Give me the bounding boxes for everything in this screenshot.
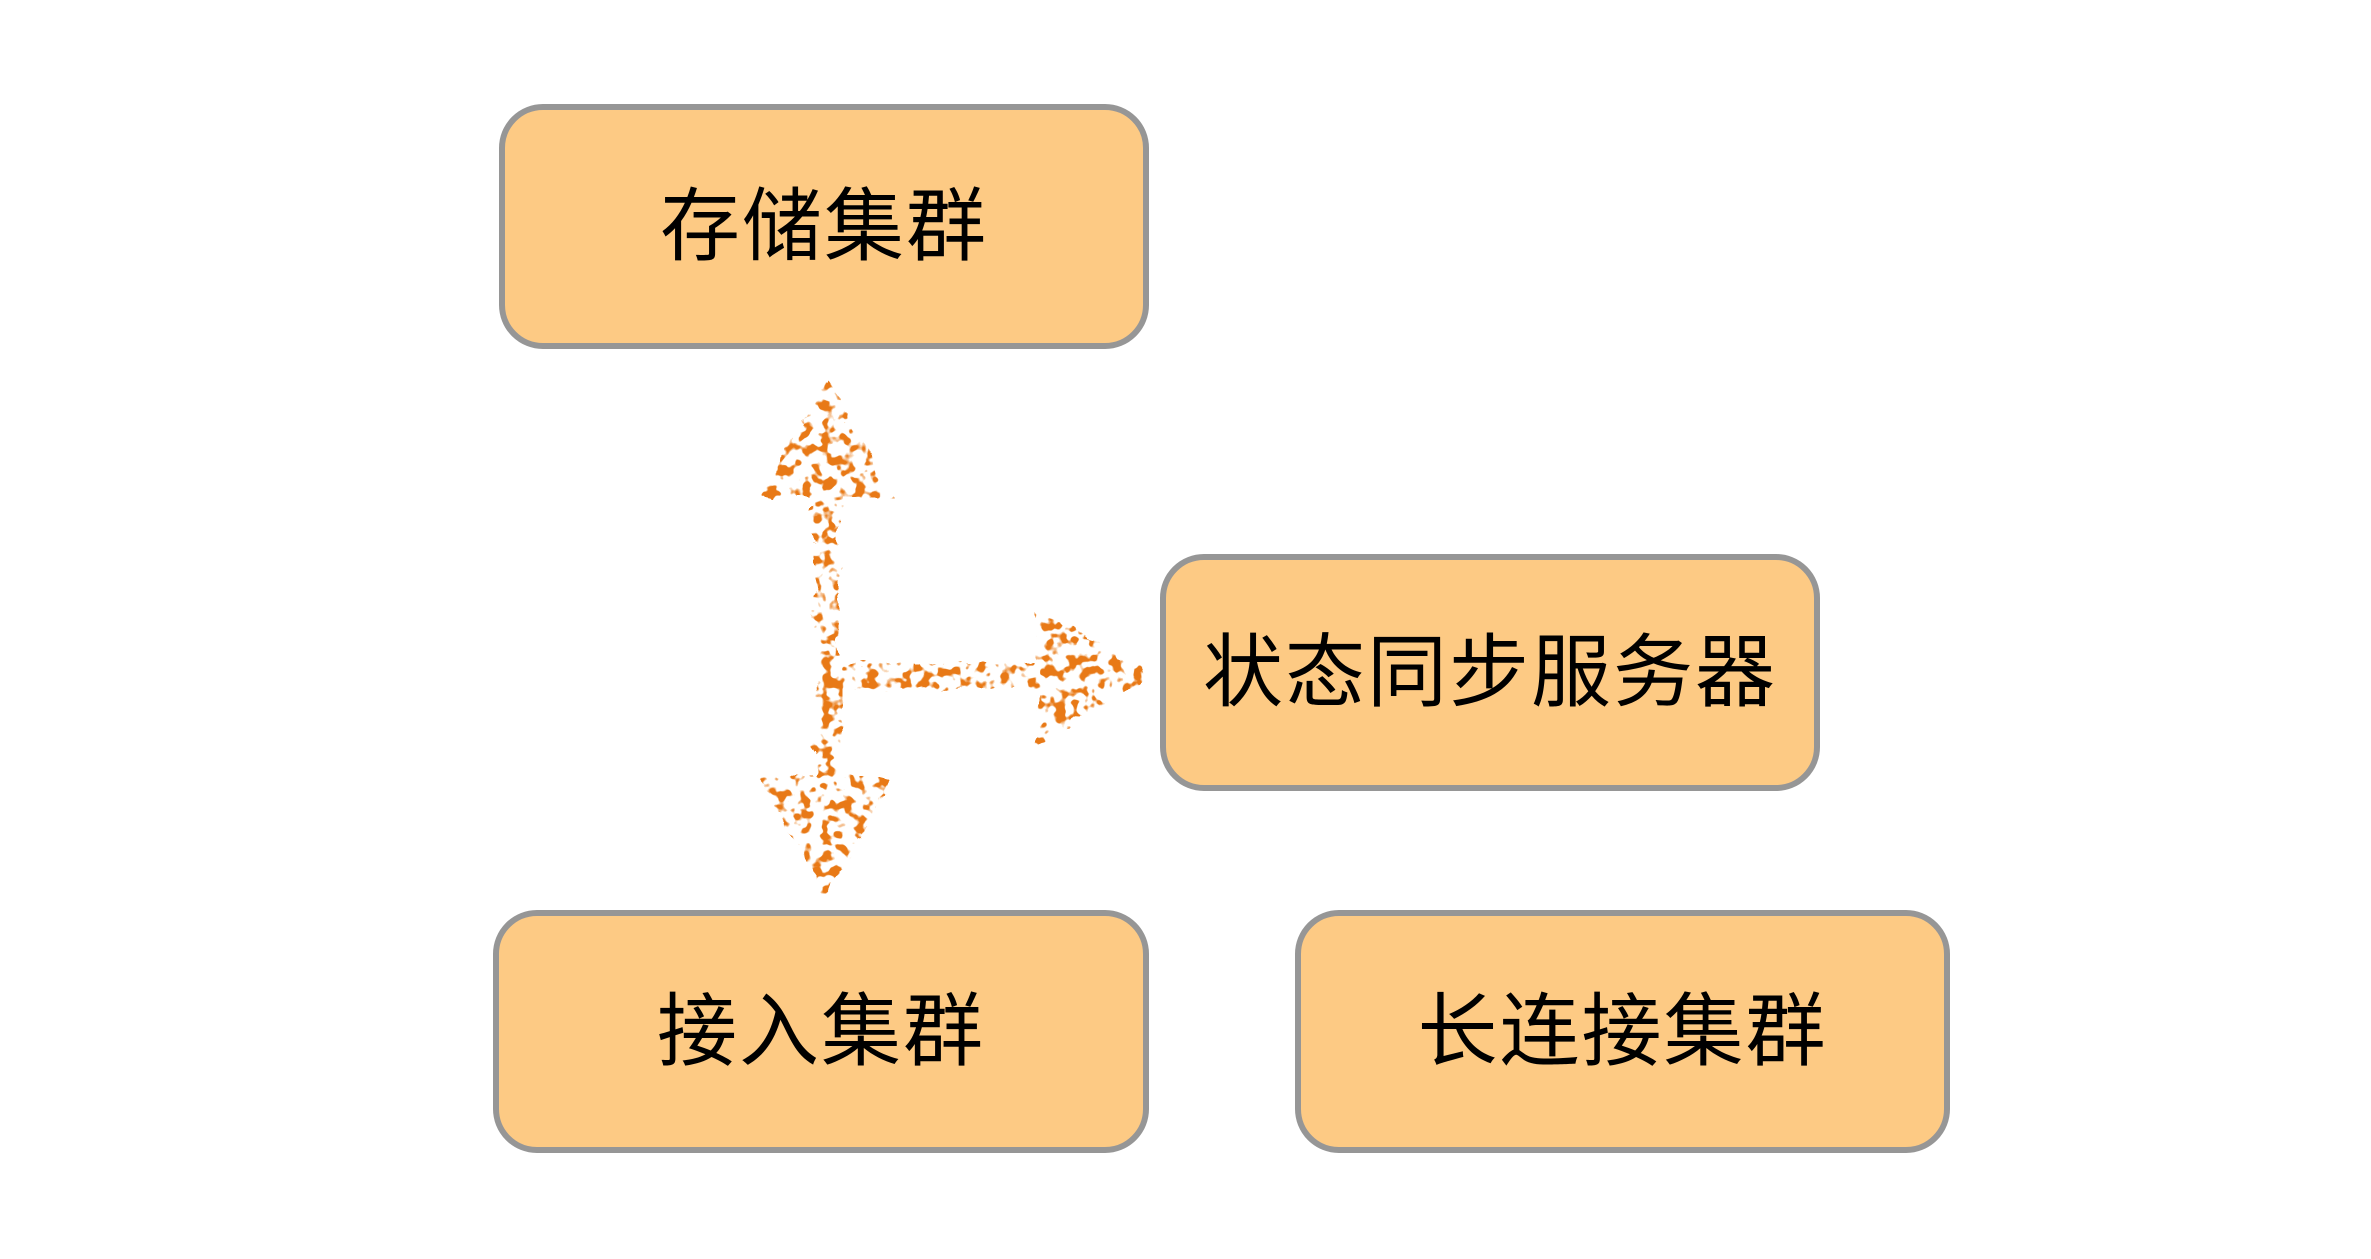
node-long-connection-cluster: 长连接集群 <box>1295 910 1950 1153</box>
arrowhead-right-icon <box>1034 604 1148 741</box>
node-access-cluster-label: 接入集群 <box>657 986 985 1076</box>
arrow-shaft-vertical <box>811 482 837 782</box>
node-state-sync-server: 状态同步服务器 <box>1160 554 1820 791</box>
node-long-connection-cluster-label: 长连接集群 <box>1417 986 1828 1076</box>
arrow-shaft-horizontal <box>824 659 1038 685</box>
node-state-sync-server-label: 状态同步服务器 <box>1203 627 1777 717</box>
node-access-cluster: 接入集群 <box>493 910 1149 1153</box>
node-storage-cluster: 存储集群 <box>499 104 1149 349</box>
arrowhead-up-icon <box>758 376 890 492</box>
node-storage-cluster-label: 存储集群 <box>660 181 988 271</box>
arrowhead-down-icon <box>757 772 891 896</box>
